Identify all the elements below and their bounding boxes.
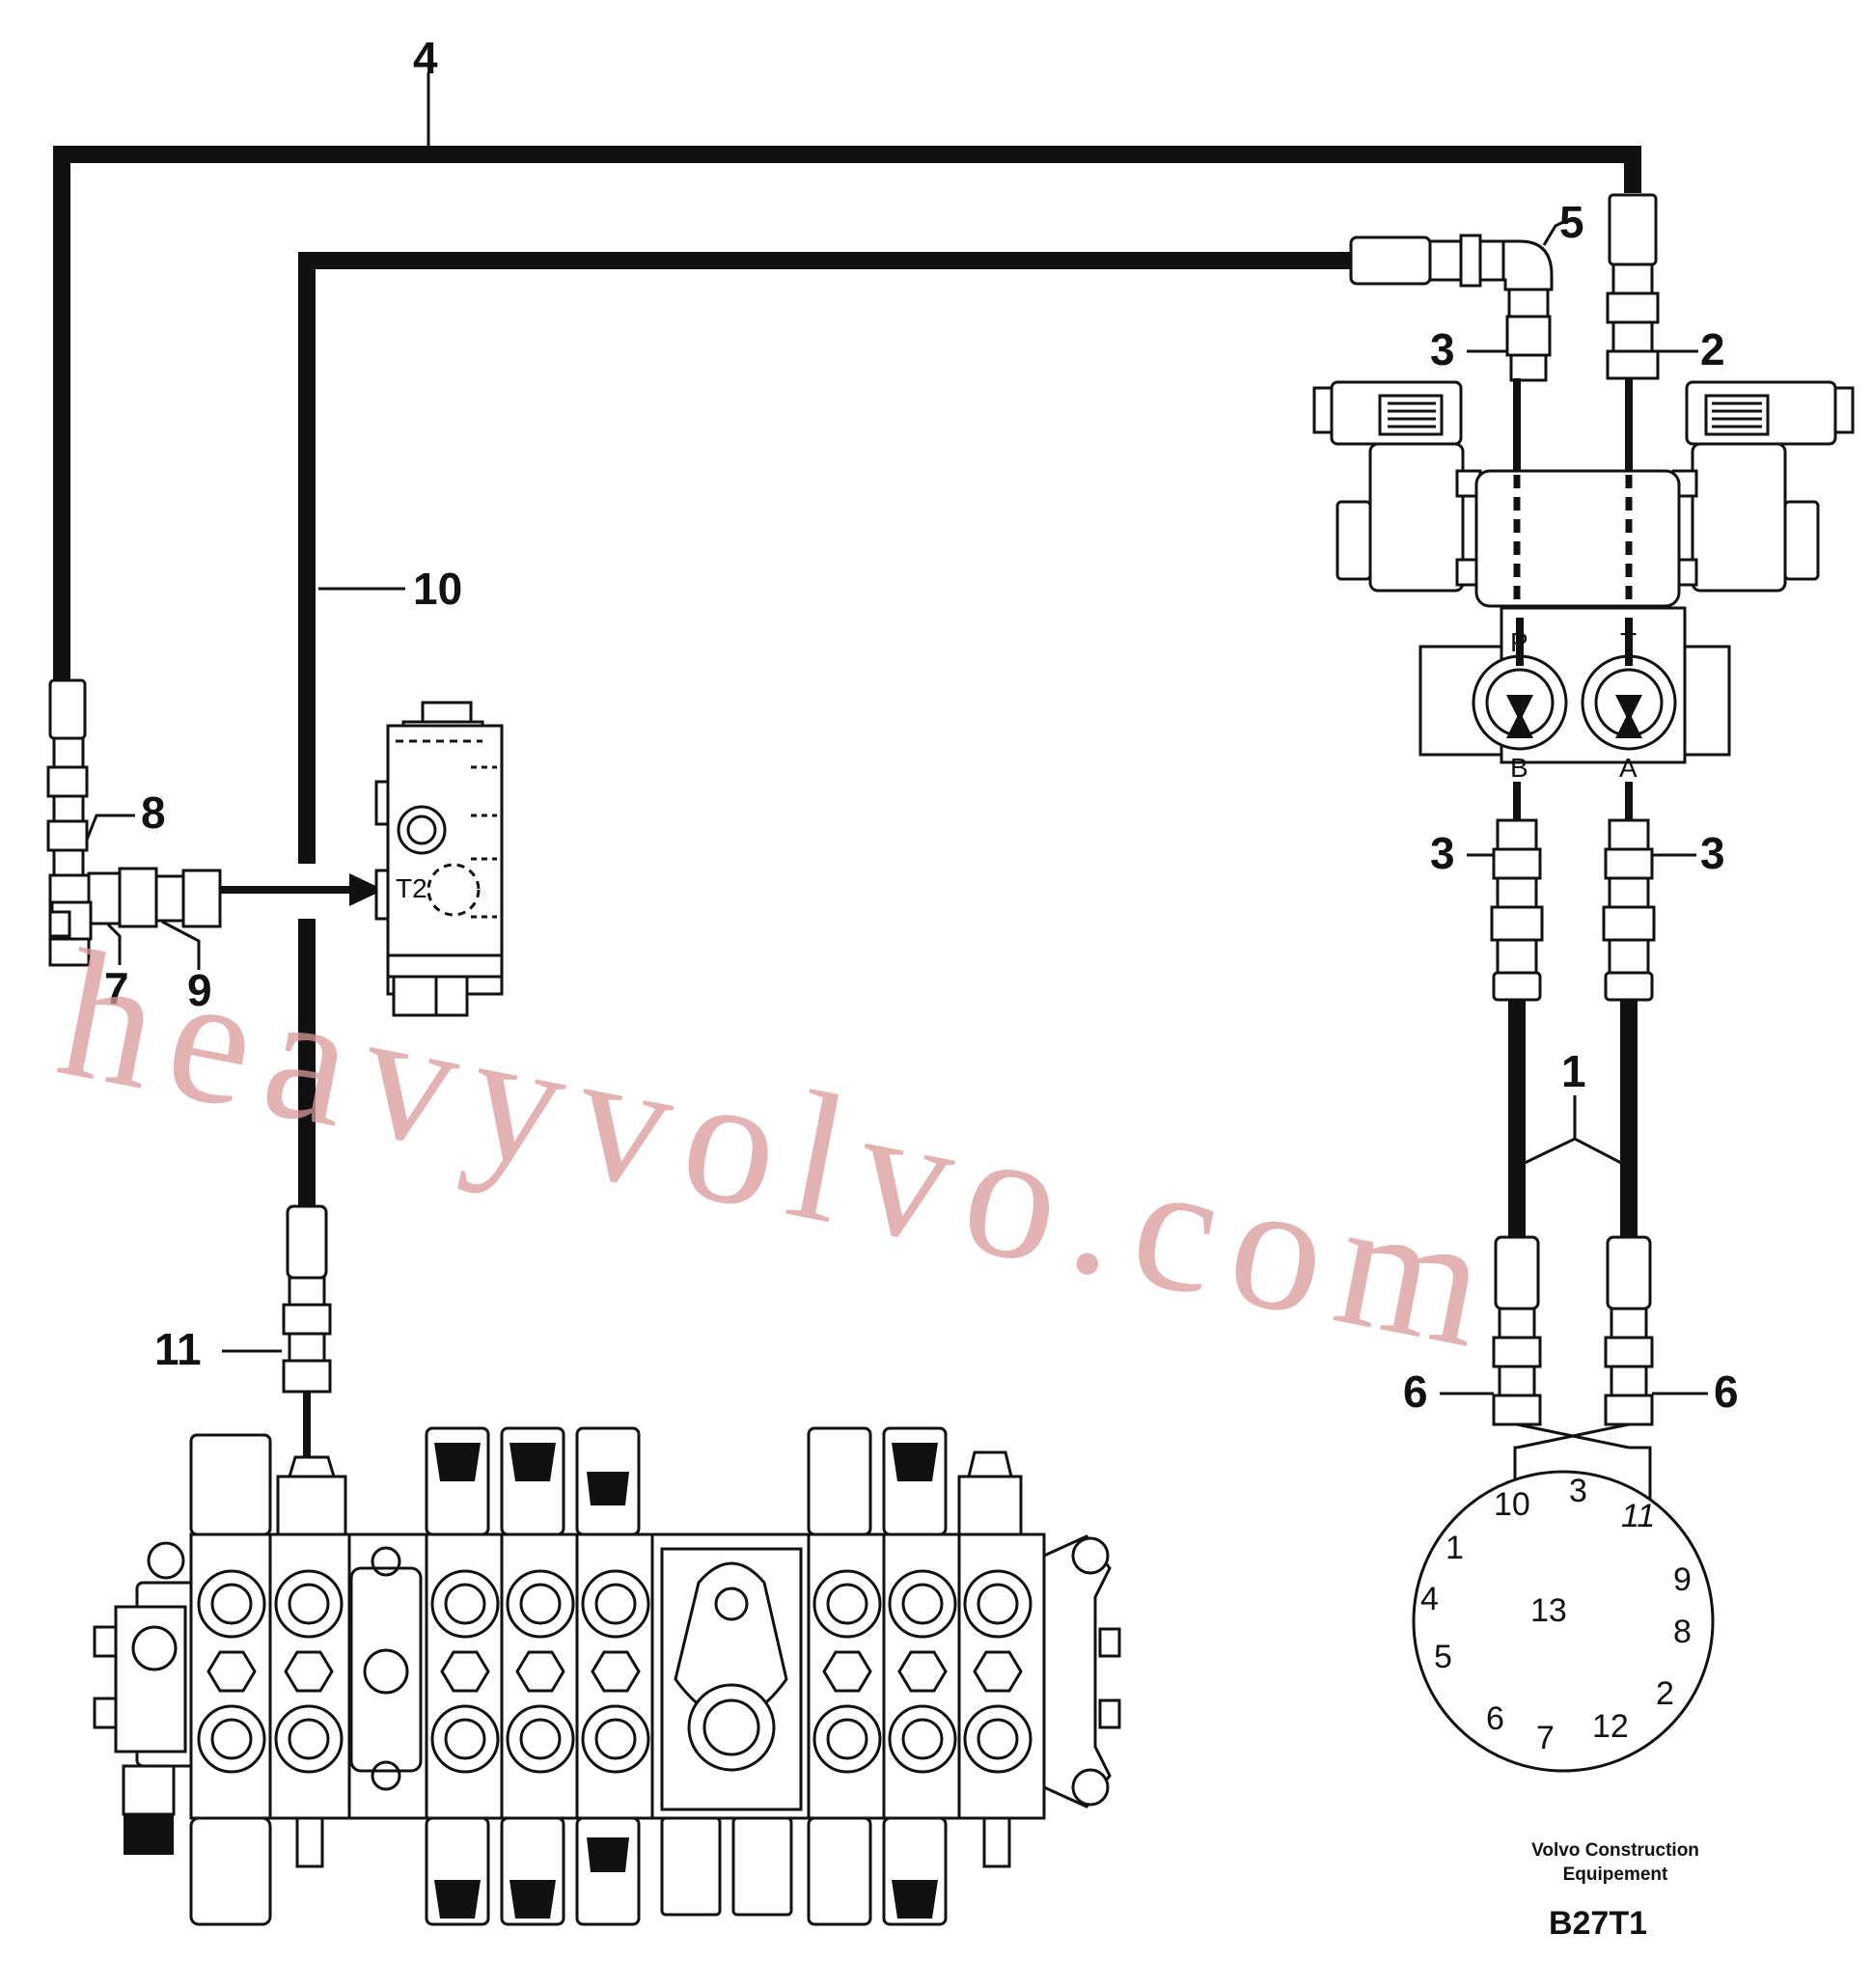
callout-8: 8 [141,787,166,838]
callout-9: 9 [187,965,212,1015]
valve-block-t2: T2 [374,701,504,1017]
pin-label: 6 [1486,1700,1504,1737]
pin-label: 7 [1536,1720,1555,1756]
callout-3-left: 3 [1430,828,1455,878]
port-label-p: P [1510,627,1528,657]
pin-label: 1 [1445,1530,1464,1566]
callout-4: 4 [413,33,438,83]
port-label-t: T [1620,627,1637,657]
hose-1 [1508,999,1638,1240]
fittings-3-lower [1490,782,1656,1002]
pin-label: 9 [1673,1561,1692,1598]
fitting-9 [118,867,384,928]
pin-label: 5 [1434,1639,1452,1675]
credit-block: Volvo Construction Equipement B27T1 [1531,1840,1699,1942]
callout-5: 5 [1559,197,1584,247]
electrical-connector [1412,1470,1715,1773]
pin-label: 10 [1494,1486,1530,1523]
callout-3-upper: 3 [1430,324,1455,374]
callout-6-left: 6 [1403,1367,1428,1417]
leader-lines [85,72,1708,1395]
drawing-code: B27T1 [1549,1905,1647,1942]
callout-7: 7 [104,963,129,1013]
port-label-t2: T2 [396,873,427,903]
hose-10 [298,252,1353,1211]
pin-label: 4 [1420,1581,1439,1617]
callout-labels: 4 5 3 2 8 7 9 10 3 3 1 6 6 11 [104,33,1739,1417]
port-label-b: B [1510,753,1528,783]
pin-label: 2 [1656,1675,1674,1712]
callout-3-right: 3 [1700,828,1725,878]
callout-11: 11 [154,1324,202,1374]
pin-label: 8 [1673,1614,1692,1650]
port-label-a: A [1619,753,1638,783]
watermark: heavyvolvo.com [45,912,1517,1390]
tee-fitting-7 [48,871,122,967]
callout-6-right: 6 [1714,1367,1739,1417]
elbow-fitting-5 [1349,234,1554,382]
callout-10: 10 [413,564,462,614]
fittings-6 [1492,1235,1654,1502]
solenoid-valve: P T B A [1312,378,1855,783]
control-valve-bank [93,1426,1121,1926]
hose-4 [53,146,1641,685]
pin-label: 12 [1592,1708,1629,1745]
fitting-2 [1606,193,1660,380]
fitting-8 [46,678,89,877]
pin-label: 3 [1569,1473,1587,1509]
credit-line-1: Volvo Construction [1531,1840,1699,1861]
pin-label: 13 [1530,1592,1567,1629]
bracket-1 [1524,1095,1622,1165]
pin-label: 11 [1621,1498,1655,1534]
credit-line-2: Equipement [1563,1864,1668,1885]
callout-1: 1 [1561,1046,1586,1096]
connector-pin-labels: 10 3 11 1 9 4 13 8 5 2 6 7 12 [1420,1473,1692,1756]
callout-2: 2 [1700,324,1725,374]
